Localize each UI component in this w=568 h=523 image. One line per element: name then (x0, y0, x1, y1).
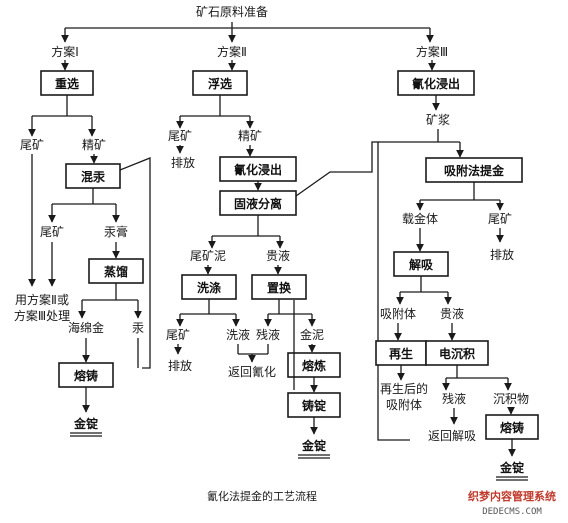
connector (295, 141, 460, 197)
s3-casting-box (485, 414, 539, 440)
s3-tailings-label: 尾矿 (488, 212, 512, 226)
watermark-text: 织梦内容管理系统 (468, 489, 556, 503)
distill-box (88, 258, 144, 284)
amalgamation-label: 混汞 (81, 169, 106, 184)
smelting-label: 熔炼 (302, 358, 326, 373)
use-for-line1: 用方案Ⅱ或 (15, 292, 69, 307)
mercury-label: 汞 (132, 321, 144, 335)
washing-label: 洗涤 (197, 280, 221, 295)
scheme-1-label: 方案Ⅰ (51, 44, 79, 59)
gold-mud-label: 金泥 (300, 327, 324, 342)
replacement-label: 置换 (267, 280, 292, 295)
flotation-label: 浮选 (208, 76, 232, 91)
s2-pregnant-label: 贵液 (266, 248, 290, 263)
washing-box (181, 274, 237, 300)
wash-liquid-label: 洗液 (226, 327, 250, 342)
slurry-label: 矿浆 (426, 112, 450, 127)
s2-tailings-label: 尾矿 (168, 129, 192, 143)
ore-preparation-label: 矿石原料准备 (196, 5, 268, 19)
deposit-label: 沉积物 (493, 392, 529, 406)
desorption-box (393, 251, 449, 277)
electrowin-label: 电沉积 (439, 346, 475, 361)
s2-cyanide-leach-label: 氰化浸出 (234, 162, 282, 177)
sponge-gold-label: 海绵金 (68, 320, 104, 335)
s2-residue-label: 残液 (256, 327, 280, 342)
regen-adsorbent-line2: 吸附体 (386, 398, 422, 412)
return-cyanide-label: 返回氰化 (228, 364, 276, 379)
desorption-label: 解吸 (409, 257, 434, 272)
smelting-box (287, 352, 341, 378)
s3-casting-label: 熔铸 (500, 420, 524, 435)
s2-tailings2-label: 尾矿 (166, 328, 190, 342)
distill-label: 蒸馏 (104, 264, 128, 279)
s1-concentrate-label: 精矿 (82, 138, 106, 152)
s2-concentrate-label: 精矿 (238, 129, 262, 143)
s3-cyanide-leach-label: 氰化浸出 (412, 76, 460, 91)
s1-tailings-label: 尾矿 (20, 138, 44, 152)
solid-liquid-label: 固液分离 (234, 196, 282, 211)
double-underline (496, 476, 528, 481)
adsorbent-label: 吸附体 (380, 307, 416, 321)
adsorption-label: 吸附法提金 (444, 163, 505, 178)
s1-tailings2-label: 尾矿 (40, 225, 64, 239)
amalgamation-box (65, 163, 121, 189)
s1-gold-ingot-label: 金锭 (73, 416, 98, 431)
regen-adsorbent-line1: 再生后的 (380, 381, 428, 396)
return-desorb-label: 返回解吸 (428, 429, 476, 443)
use-for-line2: 方案Ⅲ处理 (14, 308, 70, 323)
diagram-caption: 氰化法提金的工艺流程 (207, 489, 317, 503)
s3-pregnant-label: 贵液 (440, 306, 464, 321)
double-underline (70, 432, 102, 437)
scheme-3-label: 方案Ⅲ (416, 44, 448, 59)
s3-discharge-label: 排放 (490, 247, 514, 262)
loaded-label: 载金体 (402, 211, 438, 226)
regenerate-label: 再生 (389, 346, 413, 361)
s2-cyanide-leach-box (219, 156, 297, 182)
watermark-url: DEDECMS.COM (482, 507, 542, 517)
s3-residue-label: 残液 (442, 391, 466, 406)
s2-gold-ingot-label: 金锭 (301, 438, 326, 453)
connector (119, 157, 151, 369)
connector (237, 344, 269, 354)
s2-discharge2-label: 排放 (168, 358, 192, 373)
double-underline (298, 454, 330, 459)
s1-casting-box (58, 362, 114, 388)
flotation-box (192, 70, 248, 96)
adsorption-box (425, 157, 523, 183)
amalgam-label: 汞膏 (104, 224, 128, 239)
s1-casting-label: 熔铸 (74, 368, 98, 383)
tail-mud-label: 尾矿泥 (190, 249, 226, 263)
scheme-2-label: 方案Ⅱ (217, 44, 247, 59)
s2-discharge-label: 排放 (171, 155, 195, 170)
s2-casting-label: 铸锭 (302, 398, 326, 413)
s3-gold-ingot-label: 金锭 (499, 460, 524, 475)
gravity-label: 重选 (55, 76, 79, 91)
connector (377, 142, 410, 441)
replacement-box (251, 274, 307, 300)
